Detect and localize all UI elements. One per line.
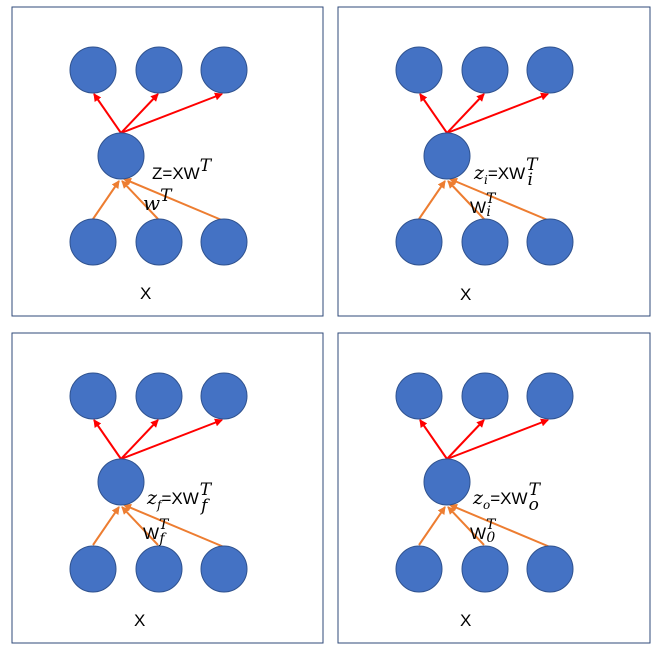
hidden-node [97,132,145,180]
output-node-3 [200,46,248,94]
input-node-3 [526,545,574,593]
output-node-3 [526,46,574,94]
output-arrows [419,92,549,134]
arrow-from-input-2 [447,506,485,546]
input-label: X [140,284,151,303]
input-node-1 [69,218,117,266]
arrow-to-output-2 [120,419,159,460]
arrow-to-output-3 [446,92,549,134]
hidden-node [423,458,471,506]
input-node-2 [135,218,183,266]
arrow-from-input-3 [449,504,551,548]
arrow-from-input-2 [121,180,159,220]
arrow-from-input-1 [92,506,120,546]
input-node-3 [526,218,574,266]
hidden-node [423,132,471,180]
arrow-to-output-1 [419,93,448,134]
input-label: X [460,611,471,630]
arrow-to-output-2 [120,93,159,134]
arrow-from-input-1 [92,180,120,220]
hidden-node [97,458,145,506]
arrow-from-input-1 [418,506,446,546]
arrow-to-output-3 [120,418,223,460]
input-node-2 [461,218,509,266]
input-label: X [134,611,145,630]
arrow-to-output-3 [120,92,223,134]
output-node-1 [395,372,443,420]
output-node-1 [69,372,117,420]
output-arrows [93,418,223,460]
input-node-3 [200,218,248,266]
input-node-3 [200,545,248,593]
arrow-from-input-3 [449,178,551,222]
output-node-2 [135,46,183,94]
input-node-1 [395,545,443,593]
panel-1: Z=XWT wT X [11,6,324,317]
arrow-from-input-3 [123,178,225,222]
input-label: X [460,285,471,304]
output-node-2 [461,372,509,420]
output-node-3 [200,372,248,420]
arrow-from-input-2 [447,180,485,220]
input-arrows [418,504,551,548]
input-arrows [92,504,225,548]
arrow-to-output-1 [419,419,448,460]
output-node-1 [69,46,117,94]
arrow-to-output-1 [93,93,122,134]
input-arrows [92,178,225,222]
output-node-2 [461,46,509,94]
arrow-from-input-3 [123,504,225,548]
output-arrows [93,92,223,134]
output-node-3 [526,372,574,420]
output-node-1 [395,46,443,94]
arrow-to-output-2 [446,93,485,134]
arrow-from-input-1 [418,180,446,220]
input-node-2 [461,545,509,593]
output-arrows [419,418,549,460]
equation-label: Z=XWT [152,156,213,183]
input-node-1 [395,218,443,266]
input-node-2 [135,545,183,593]
input-arrows [418,178,551,222]
input-node-1 [69,545,117,593]
arrow-to-output-2 [446,419,485,460]
arrow-to-output-1 [93,419,122,460]
arrow-to-output-3 [446,418,549,460]
output-node-2 [135,372,183,420]
arrow-from-input-2 [121,506,159,546]
weight-label: wT [143,186,173,215]
